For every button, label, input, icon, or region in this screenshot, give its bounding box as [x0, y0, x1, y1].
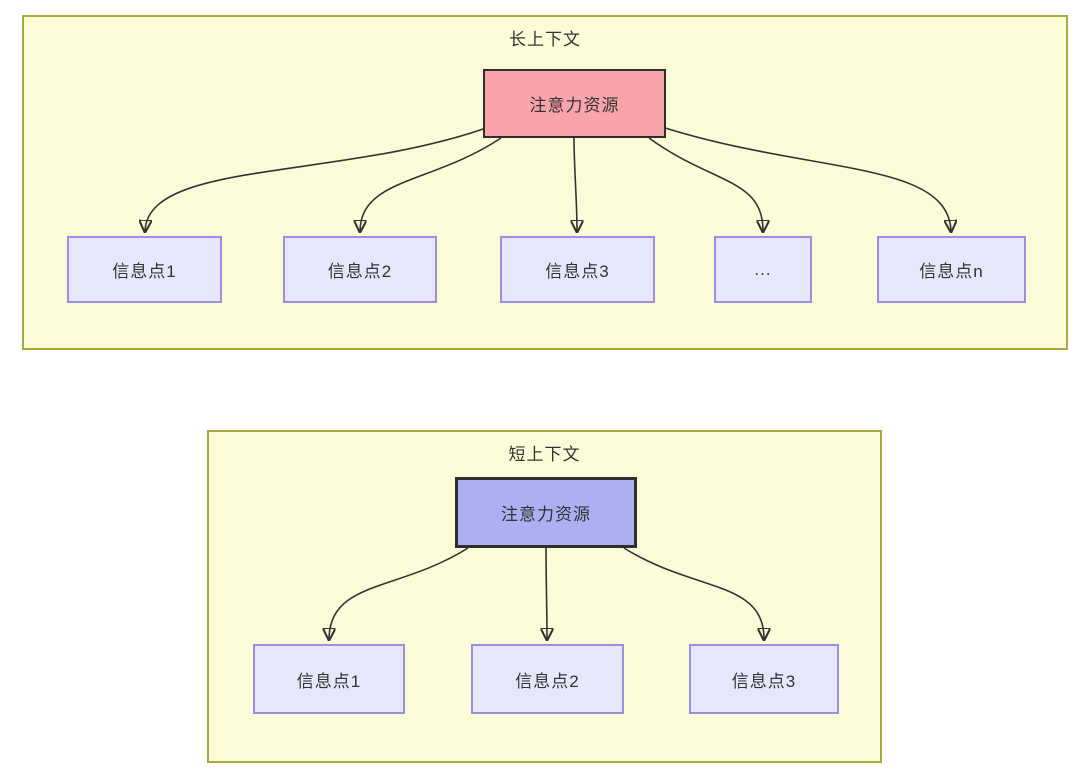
long-context-title: 长上下文	[509, 30, 581, 49]
long-info-point-n-node: 信息点n	[877, 236, 1026, 303]
short-info-point-2-node: 信息点2	[471, 644, 624, 714]
long-info-point-3-node: 信息点3	[500, 236, 655, 303]
long-info-point-1-node: 信息点1	[67, 236, 222, 303]
short-context-title: 短上下文	[508, 445, 581, 464]
long-attention-resource-node: 注意力资源	[483, 69, 666, 138]
long-info-point-2-node: 信息点2	[283, 236, 437, 303]
short-info-point-1-node: 信息点1	[253, 644, 405, 714]
short-attention-resource-node: 注意力资源	[455, 477, 637, 548]
long-info-point-ellipsis-node: ...	[714, 236, 812, 303]
short-info-point-3-node: 信息点3	[689, 644, 839, 714]
